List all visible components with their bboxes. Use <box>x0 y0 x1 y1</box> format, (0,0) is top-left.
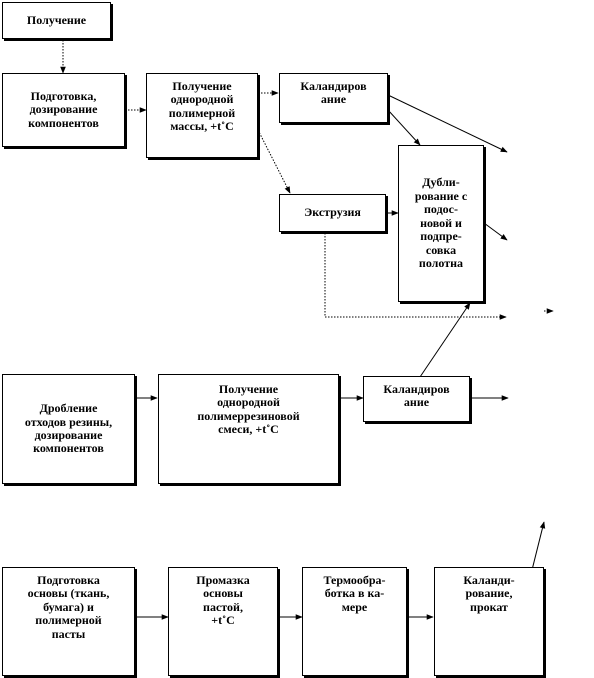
arrow-b4-b6 <box>387 109 421 146</box>
box-doubling-pressing: Дубли- рование с подос- новой и подпре- … <box>398 145 484 302</box>
box-calendering-rolling: Каланди- рование, прокат <box>434 567 544 676</box>
box-rubber-crushing: Дробление отходов резины, дозирование ко… <box>2 374 135 484</box>
box-paste-coating: Промазка основы пастой, +t˚С <box>168 567 278 676</box>
box-calendering-2: Каландиров ание <box>363 376 470 422</box>
arrow-b13-out <box>531 521 546 571</box>
box-receiving: Получение <box>2 2 111 39</box>
box-polymer-mass: Получение однородной полимерной массы, +… <box>146 73 258 158</box>
box-base-paste-prep: Подготовка основы (ткань, бумага) и поли… <box>2 567 135 676</box>
box-extrusion: Экструзия <box>279 194 386 232</box>
arrow-b9-b6 <box>419 302 471 378</box>
box-heat-treatment: Термообра- ботка в ка- мере <box>302 567 407 676</box>
box-prep-dosing: Подготовка, дозирование компонентов <box>2 73 125 147</box>
box-polymer-rubber-mix: Получение однородной полимеррезиновой см… <box>158 374 339 484</box>
arrow-b3-b5 <box>257 129 291 194</box>
arrow-b6-out <box>483 222 508 241</box>
box-calendering-1: Каландиров ание <box>279 73 388 123</box>
arrow-b4-out <box>387 94 508 153</box>
